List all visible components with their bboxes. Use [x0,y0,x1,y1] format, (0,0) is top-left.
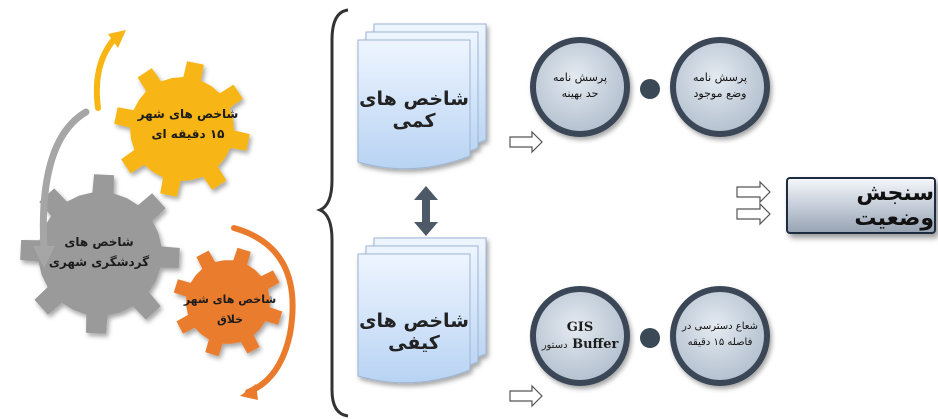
gear-yellow-label: شاخص های شهر ۱۵ دقیقه ای [128,104,248,144]
doc-quantitative-label: شاخص های کمی [359,88,469,132]
gear-yellow-line-2: ۱۵ دقیقه ای [151,127,225,141]
circle-access-radius [670,286,770,386]
doc-stack-quantitative [357,23,487,170]
gear-orange-line-2: خلاق [216,313,244,326]
arrow-to-status-top [736,180,771,204]
circle-optimal-label: پرسش نامه حد بهینه [540,70,620,102]
arrow-doc-to-circle-bottom [509,384,543,408]
circle-gis-command-text: دستور [541,340,568,351]
arrow-to-status-bottom [736,202,771,226]
circle-current-line-1: پرسش نامه [692,71,748,84]
status-assessment-box: سنجش وضعیت [786,177,936,234]
gear-orange-group [173,247,283,357]
arrow-doc-to-circle-top [509,130,543,154]
circle-current-questionnaire [670,37,770,137]
curly-brace [316,8,349,418]
gear-gray-group [20,174,180,334]
status-assessment-label: سنجش وضعیت [854,180,934,231]
gear-orange-label: شاخص های شهر خلاق [180,290,280,330]
circle-gis-buffer [530,286,630,386]
gear-orange-line-1: شاخص های شهر [183,293,277,306]
circle-optimal-line-2: حد بهینه [561,87,599,100]
circle-current-line-2: وضع موجود [693,87,747,100]
circle-access-line-1: شعاع دسترسی در [682,321,758,332]
rotation-arrow-gray [33,108,90,268]
circle-access-line-2: فاصله ۱۵ دقیقه [687,337,753,348]
circle-access-label: شعاع دسترسی در فاصله ۱۵ دقیقه [676,319,764,351]
doc-stack-qualitative [357,237,487,384]
connector-dot-bottom [640,328,660,348]
gear-orange-shape [173,247,283,357]
gear-gray-line-2: گردشگری شهری [48,255,150,269]
rotation-arrow-yellow [93,30,126,111]
gear-yellow-shape [114,61,250,197]
doc-qualitative-label: شاخص های کیفی [359,310,469,354]
gear-gray-label: شاخص های گردشگری شهری [38,232,160,272]
gear-yellow-line-1: شاخص های شهر [137,107,239,121]
circle-gis-buffer-text: Buffer [572,337,619,352]
circle-gis-label: GIS Buffer دستور [540,319,620,354]
double-arrow-vertical [414,186,438,236]
gear-gray-line-1: شاخص های [64,235,134,249]
circle-optimal-line-1: پرسش نامه [552,71,608,84]
connector-dot-top [640,79,660,99]
circle-gis-line-2: Buffer دستور [540,336,620,354]
circle-optimal-questionnaire [530,37,630,137]
circle-gis-line-1: GIS [566,320,594,335]
gear-gray-shape [20,174,180,334]
circle-current-label: پرسش نامه وضع موجود [680,70,760,102]
gear-yellow-group [114,61,250,197]
rotation-arrow-orange [231,225,296,400]
